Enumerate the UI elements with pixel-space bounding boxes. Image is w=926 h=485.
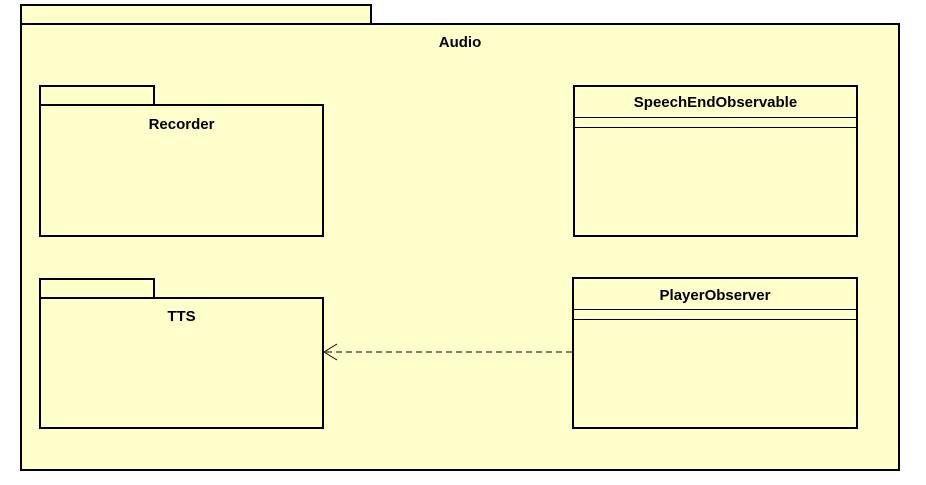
- player-observer-class-title: PlayerObserver: [659, 287, 771, 304]
- recorder-package[interactable]: Recorder: [39, 104, 324, 237]
- dependency-open-arrowhead: [323, 343, 338, 361]
- audio-package-title: Audio: [438, 34, 482, 51]
- tts-package[interactable]: TTS: [39, 297, 324, 429]
- recorder-package-title: Recorder: [148, 116, 215, 133]
- player-observer-class[interactable]: PlayerObserver: [572, 277, 858, 429]
- tts-package-title: TTS: [167, 308, 196, 325]
- speech-end-observable-class-title: SpeechEndObservable: [633, 94, 798, 111]
- player-observer-attributes-divider: [574, 309, 856, 310]
- speech-end-observable-operations-divider: [575, 127, 856, 128]
- player-observer-operations-divider: [574, 319, 856, 320]
- speech-end-observable-attributes-divider: [575, 117, 856, 118]
- speech-end-observable-class[interactable]: SpeechEndObservable: [573, 85, 858, 237]
